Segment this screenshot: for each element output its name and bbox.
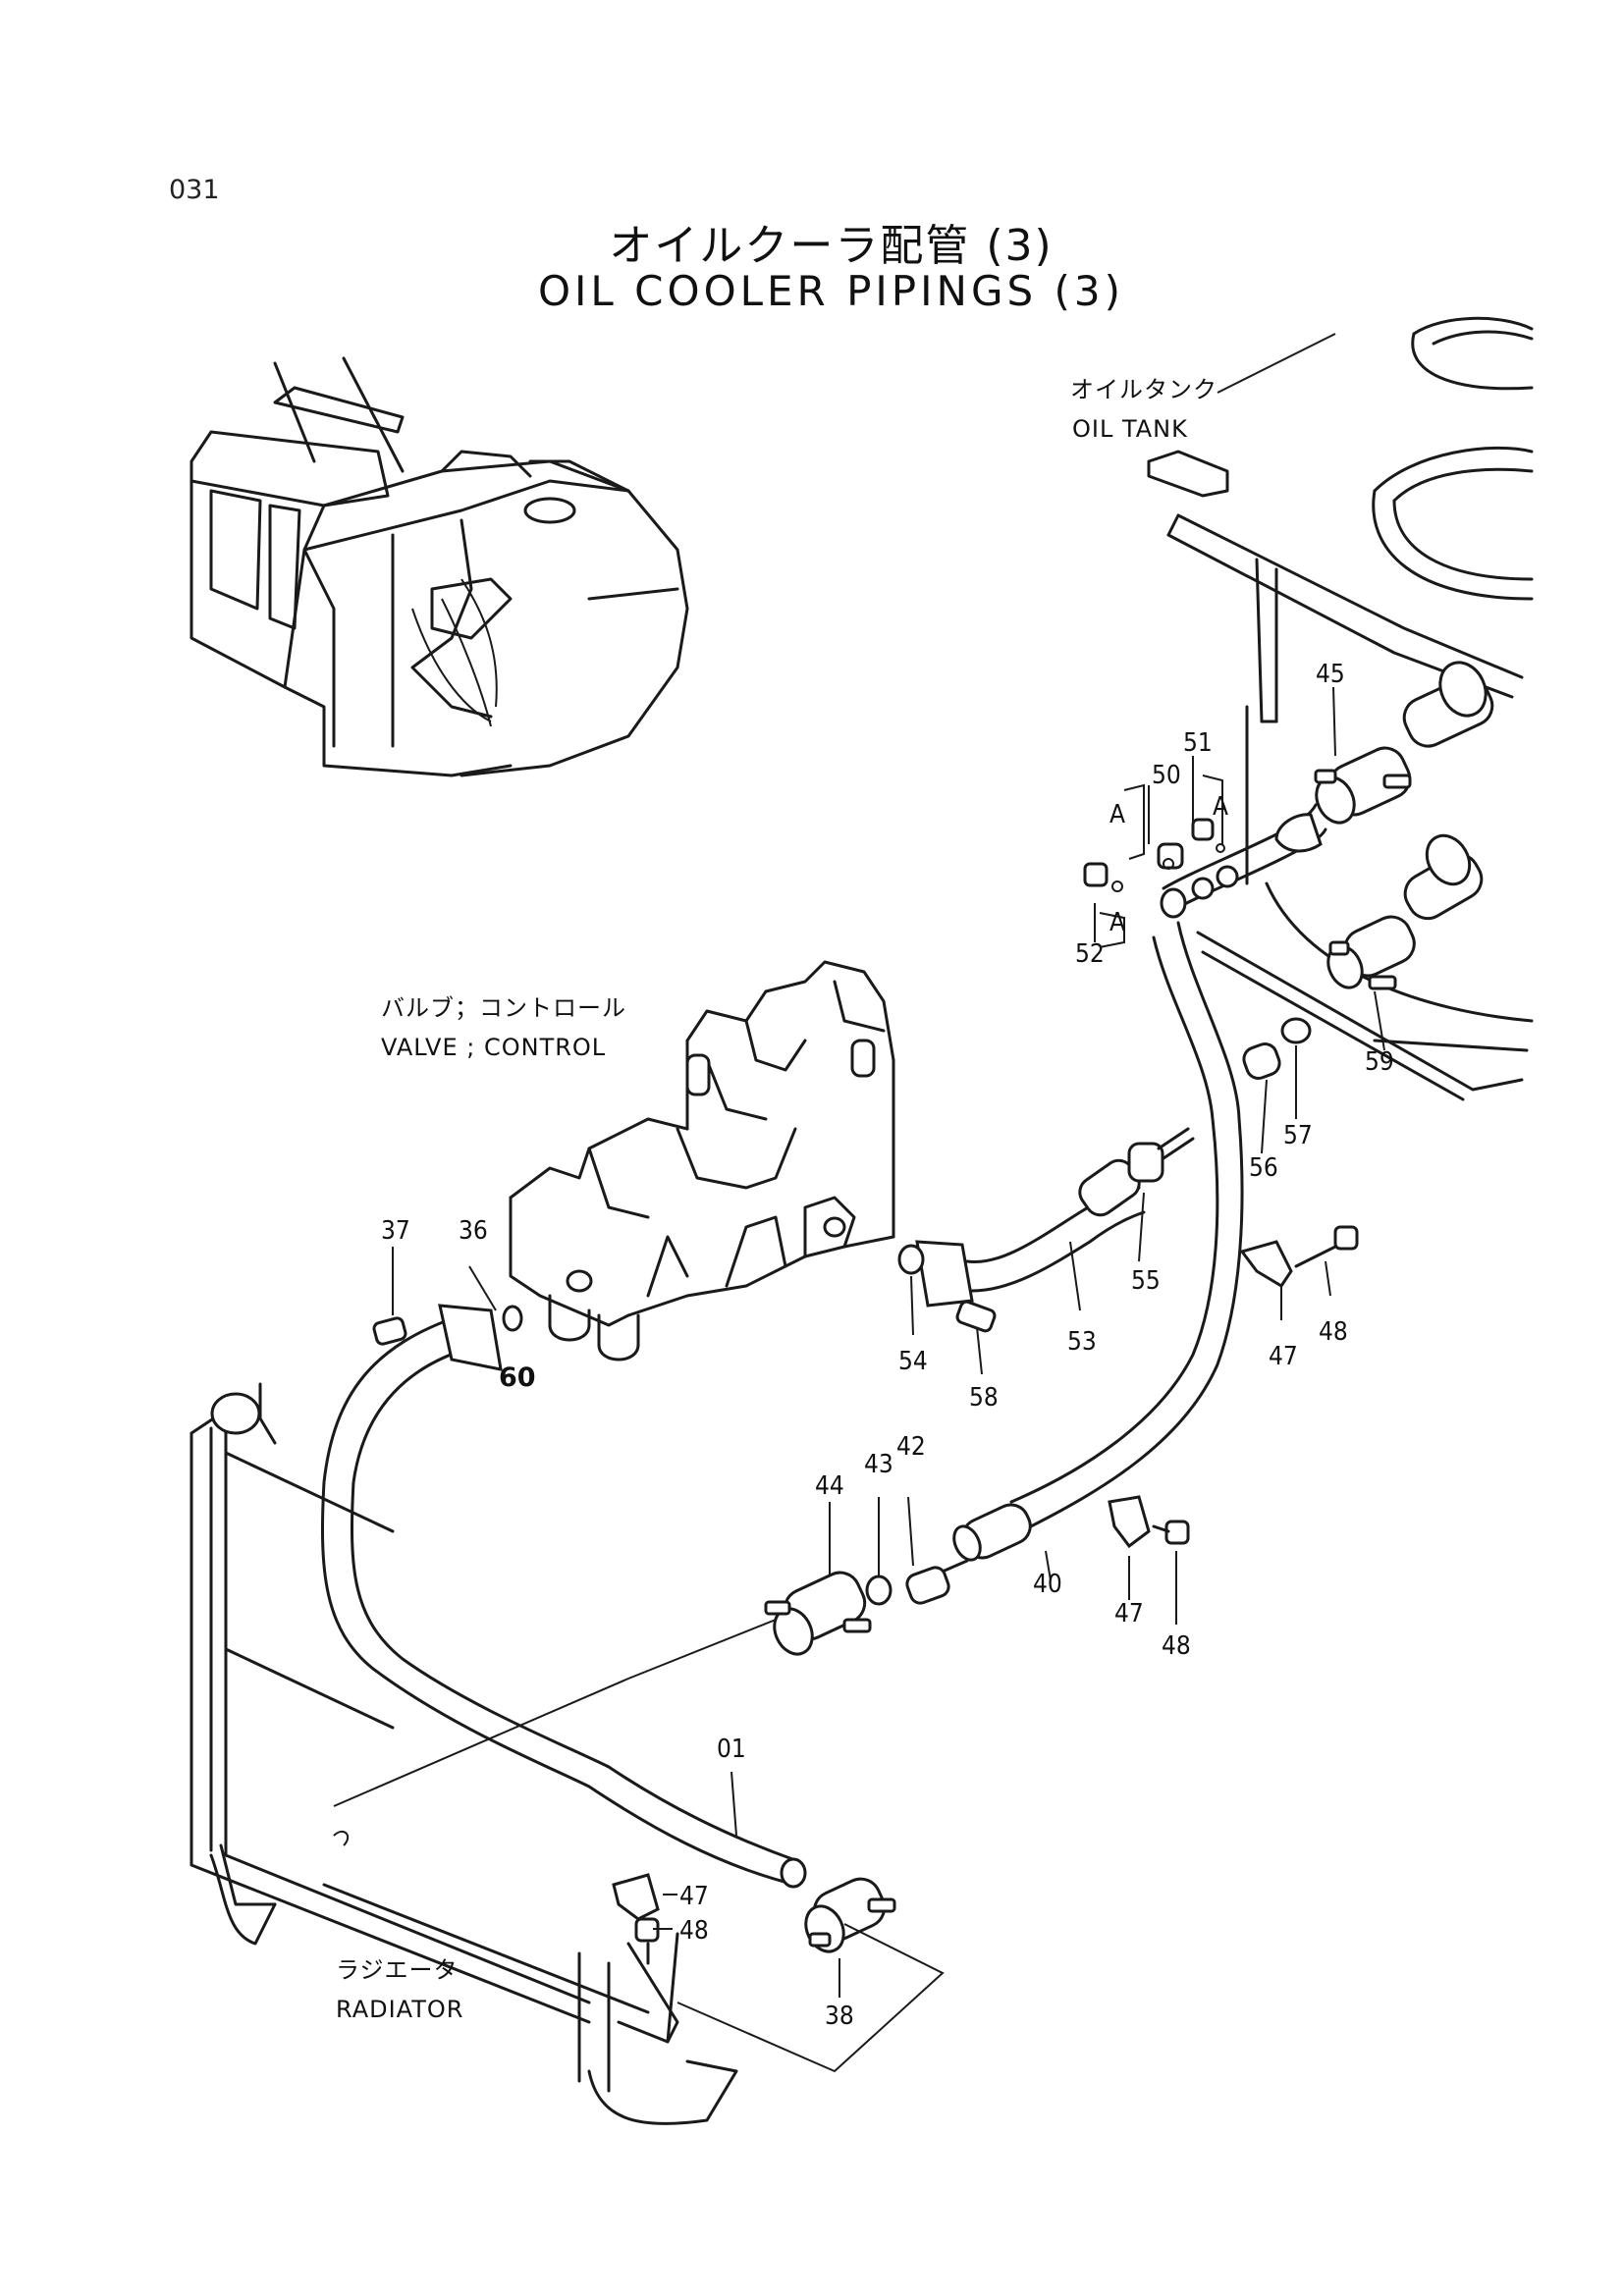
part-label-47-middle: 47 [1114, 1599, 1144, 1629]
part-label-48-upper: 48 [1319, 1317, 1348, 1347]
part-label-60: 60 [499, 1362, 536, 1393]
part-label-47-upper: 47 [1269, 1342, 1298, 1371]
leader-lines [333, 333, 1385, 2073]
page-title-english: OIL COOLER PIPINGS (3) [537, 267, 1124, 315]
part-label-55: 55 [1131, 1266, 1161, 1296]
part-label-37: 37 [381, 1216, 410, 1246]
hose-and-pipe-assembly [320, 803, 1327, 1889]
radiator-label-en: RADIATOR [336, 1996, 463, 2023]
part-label-53: 53 [1067, 1327, 1097, 1357]
clamps-and-fittings [612, 746, 1416, 1965]
excavator-overview-illustration [189, 356, 689, 777]
part-label-38: 38 [825, 2002, 854, 2031]
part-label-A-2: A [1213, 792, 1228, 822]
hose-clamp-38 [804, 1877, 896, 1953]
hose-clamp-59 [1326, 915, 1416, 990]
part-label-48-lower: 48 [679, 1916, 709, 1946]
part-label-40: 40 [1033, 1570, 1062, 1599]
part-label-48-middle: 48 [1162, 1631, 1191, 1661]
part-label-51: 51 [1183, 728, 1213, 758]
page-title-japanese: オイルクーラ配管 (3) [609, 221, 1054, 271]
hose-clamp-44 [764, 1571, 872, 1656]
radiator-label-jp: ラジエータ [336, 1956, 459, 1984]
part-label-44: 44 [815, 1471, 844, 1501]
part-label-50: 50 [1152, 761, 1181, 790]
page-number: 031 [169, 175, 220, 205]
radiator-illustration [189, 1382, 738, 2125]
part-label-42: 42 [896, 1432, 926, 1462]
control-valve-label-en: VALVE ; CONTROL [381, 1034, 606, 1061]
control-valve-label-jp: バルブ；コントロール [381, 994, 626, 1022]
oil-tank-label-en: OIL TANK [1072, 415, 1188, 443]
part-number-labels: 45 51 50 A A A 52 59 57 56 55 48 47 53 5… [381, 660, 1394, 2031]
part-label-01: 01 [717, 1735, 746, 1764]
control-valve-illustration [509, 960, 895, 1362]
part-label-47-lower: 47 [679, 1882, 709, 1911]
oil-tank-illustration [1147, 316, 1534, 1101]
hose-clamp-45 [1314, 746, 1412, 825]
part-label-54: 54 [898, 1347, 928, 1376]
part-label-A-1: A [1109, 800, 1125, 829]
part-label-A-3: A [1109, 908, 1125, 937]
part-label-59: 59 [1365, 1047, 1394, 1077]
oil-tank-label-jp: オイルタンク [1070, 376, 1217, 403]
part-label-45: 45 [1316, 660, 1345, 689]
part-label-58: 58 [969, 1383, 999, 1413]
part-label-43: 43 [864, 1450, 893, 1479]
part-label-56: 56 [1249, 1153, 1278, 1183]
part-label-57: 57 [1283, 1121, 1313, 1150]
part-label-36: 36 [459, 1216, 488, 1246]
part-label-52: 52 [1075, 939, 1105, 969]
